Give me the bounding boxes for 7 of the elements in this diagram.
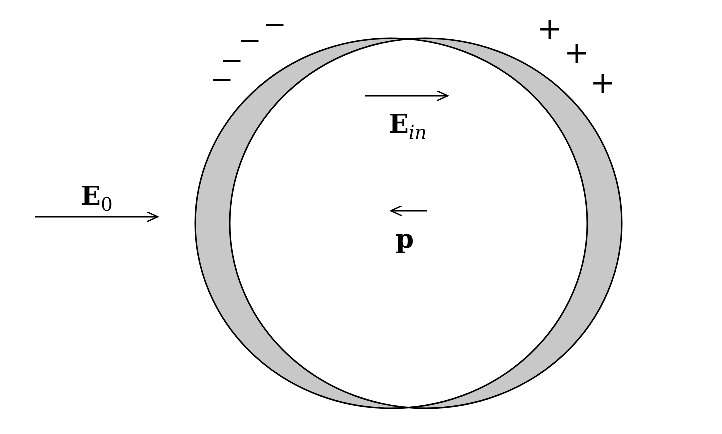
positive-charge-sign: + bbox=[564, 39, 590, 69]
dipole-moment-label: p bbox=[396, 227, 414, 253]
field-label: E$_{in}$ bbox=[389, 112, 427, 144]
positive-charge-sign: + bbox=[590, 69, 616, 99]
positive-charge-sign: + bbox=[537, 15, 563, 45]
negative-charge-sign: − bbox=[263, 11, 287, 39]
field-label: E$_{0}$ bbox=[81, 184, 113, 216]
